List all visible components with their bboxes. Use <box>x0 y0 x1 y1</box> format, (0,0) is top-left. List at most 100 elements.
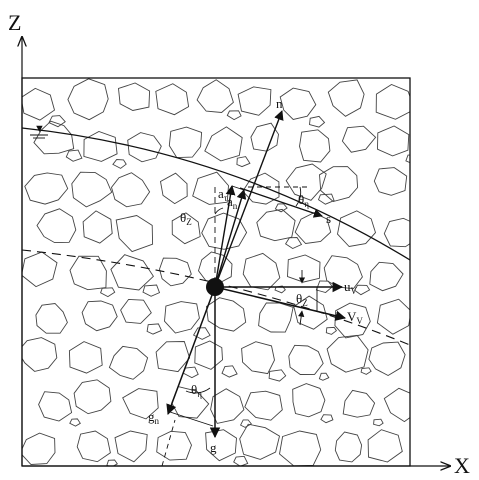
n-label: n <box>276 96 283 111</box>
grain <box>383 217 410 248</box>
grain <box>159 172 188 205</box>
small-grain <box>318 372 330 381</box>
small-grain <box>405 154 410 164</box>
small-grain <box>373 418 384 427</box>
grain <box>258 302 294 333</box>
grain <box>327 79 365 117</box>
a-tau-label: aτ <box>218 186 228 203</box>
small-grain <box>239 419 252 428</box>
grain <box>383 387 410 423</box>
grain <box>38 391 73 422</box>
grain <box>36 208 77 244</box>
grain <box>341 125 377 153</box>
grain <box>279 87 317 120</box>
grain <box>168 126 203 159</box>
dashed-lower <box>161 419 176 467</box>
theta-z-right-tick-lower <box>298 310 305 326</box>
z-axis-label: Z <box>8 10 21 35</box>
grain <box>210 388 245 424</box>
grain <box>115 215 154 253</box>
small-grain <box>192 327 211 340</box>
small-grain <box>65 149 83 162</box>
theta-z-upper-label: θZ <box>180 210 192 227</box>
water-table-symbol: ▼ <box>34 123 45 135</box>
grain <box>367 429 403 463</box>
theta-eta-upper-arc <box>295 186 302 207</box>
n-direction-arrow <box>214 110 284 288</box>
grain <box>376 298 410 335</box>
grain <box>118 82 151 111</box>
grain <box>288 344 324 375</box>
g-label: g <box>210 440 217 455</box>
grain <box>22 87 56 121</box>
small-grain <box>320 414 334 424</box>
small-grain <box>236 156 251 168</box>
grain <box>83 131 118 162</box>
small-grain <box>415 419 426 426</box>
grain <box>73 379 112 415</box>
theta-eta-lower-arc <box>185 387 211 394</box>
small-grain <box>309 115 326 128</box>
small-grain <box>268 369 287 382</box>
small-grain <box>106 459 118 466</box>
grain <box>287 254 321 283</box>
grain <box>82 210 113 244</box>
grain <box>69 255 107 291</box>
grain <box>111 172 151 208</box>
fluid-particle <box>206 278 224 296</box>
grain <box>319 166 359 202</box>
grain <box>71 171 113 208</box>
g-n-arrow <box>166 286 216 415</box>
grain <box>33 120 75 155</box>
grain <box>110 254 154 291</box>
g-n-label: gn <box>148 409 160 426</box>
small-grain <box>409 335 410 336</box>
grain <box>373 167 408 196</box>
grain <box>22 432 56 465</box>
grain <box>241 341 275 375</box>
grain <box>194 340 223 370</box>
grain <box>67 78 109 121</box>
grain <box>250 122 279 152</box>
grain <box>244 390 283 421</box>
grain <box>155 83 190 116</box>
grain <box>171 212 201 245</box>
theta-eta-lower-label: θη <box>191 382 202 399</box>
V-v-label: VV <box>347 309 363 326</box>
small-grain <box>414 246 427 255</box>
grain <box>22 337 58 372</box>
grain <box>156 430 192 461</box>
small-grain <box>233 455 249 466</box>
s-label: s <box>326 211 331 226</box>
free-surface-curve <box>21 127 411 261</box>
small-grain <box>226 110 242 121</box>
small-grain <box>284 237 303 250</box>
u-v-label: uV <box>344 279 358 296</box>
V-v-arrow <box>214 286 347 321</box>
grain <box>337 210 377 247</box>
small-grain <box>100 287 116 298</box>
small-grain <box>48 115 66 128</box>
grain <box>377 125 410 157</box>
grain <box>237 86 272 116</box>
granular-medium <box>22 78 427 466</box>
grain <box>239 423 281 460</box>
grain <box>292 383 326 418</box>
grain <box>204 126 243 162</box>
grain <box>285 163 327 201</box>
grain <box>369 261 404 292</box>
theta-eta-upper-label: θη <box>298 192 309 209</box>
grain <box>76 430 111 463</box>
small-grain <box>325 326 338 335</box>
grain <box>334 431 363 463</box>
grain <box>127 132 162 163</box>
dashed-streamline <box>21 249 411 346</box>
grain <box>206 297 247 332</box>
g-components-link <box>169 411 214 427</box>
small-grain <box>360 367 372 375</box>
a-n-arrow <box>214 189 247 288</box>
grain <box>201 212 248 250</box>
grain <box>294 212 332 244</box>
